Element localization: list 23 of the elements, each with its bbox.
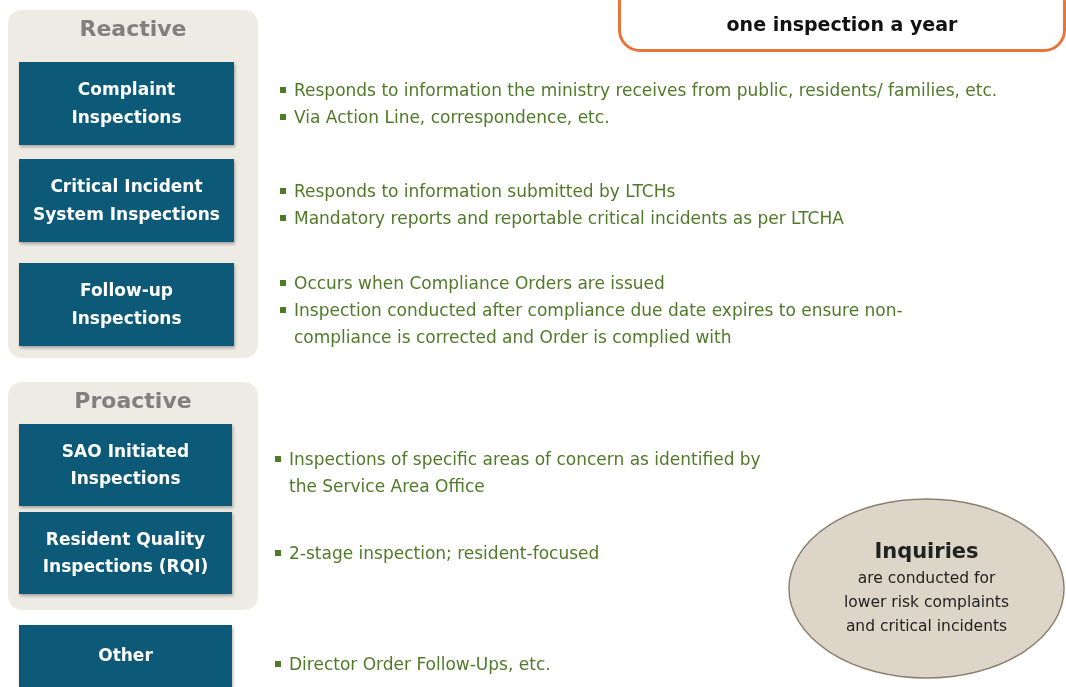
category-box: Critical Incident System Inspections bbox=[19, 159, 234, 242]
category-box: Follow-up Inspections bbox=[19, 263, 234, 346]
category-box: Complaint Inspections bbox=[19, 62, 234, 145]
category-box: Resident Quality Inspections (RQI) bbox=[19, 512, 232, 594]
group-panel bbox=[8, 10, 258, 358]
bullet-item: 2-stage inspection; resident-focused bbox=[273, 540, 773, 567]
bullet-item: Director Order Follow-Ups, etc. bbox=[273, 651, 773, 678]
ellipse-text: are conducted for lower risk complaints and critical incidents bbox=[843, 568, 1010, 637]
bullet-item: Occurs when Compliance Orders are issued bbox=[278, 270, 968, 297]
bullet-item: Via Action Line, correspondence, etc. bbox=[278, 104, 1066, 131]
note-box: one inspection a year bbox=[618, 0, 1066, 52]
group-heading: Reactive bbox=[78, 16, 188, 41]
bullet-item: Responds to information the ministry receives from public, residents/ families, etc. bbox=[278, 77, 1066, 104]
ellipse-heading: Inquiries bbox=[874, 539, 979, 563]
bullet-item: Mandatory reports and reportable critical incidents as per LTCHA bbox=[278, 205, 978, 232]
category-box: Other bbox=[19, 625, 232, 687]
group-panel bbox=[8, 382, 258, 610]
bullet-item: Responds to information submitted by LTCHs bbox=[278, 178, 978, 205]
bullet-item: Inspections of specific areas of concern as identified by the Service Area Office bbox=[273, 446, 773, 500]
category-box: SAO Initiated Inspections bbox=[19, 424, 232, 506]
inquiries-ellipse bbox=[787, 497, 1066, 680]
group-heading: Proactive bbox=[73, 388, 193, 413]
bullet-item: Inspection conducted after compliance due date expires to ensure non-compliance is corrected and Order is complied with bbox=[278, 297, 968, 351]
